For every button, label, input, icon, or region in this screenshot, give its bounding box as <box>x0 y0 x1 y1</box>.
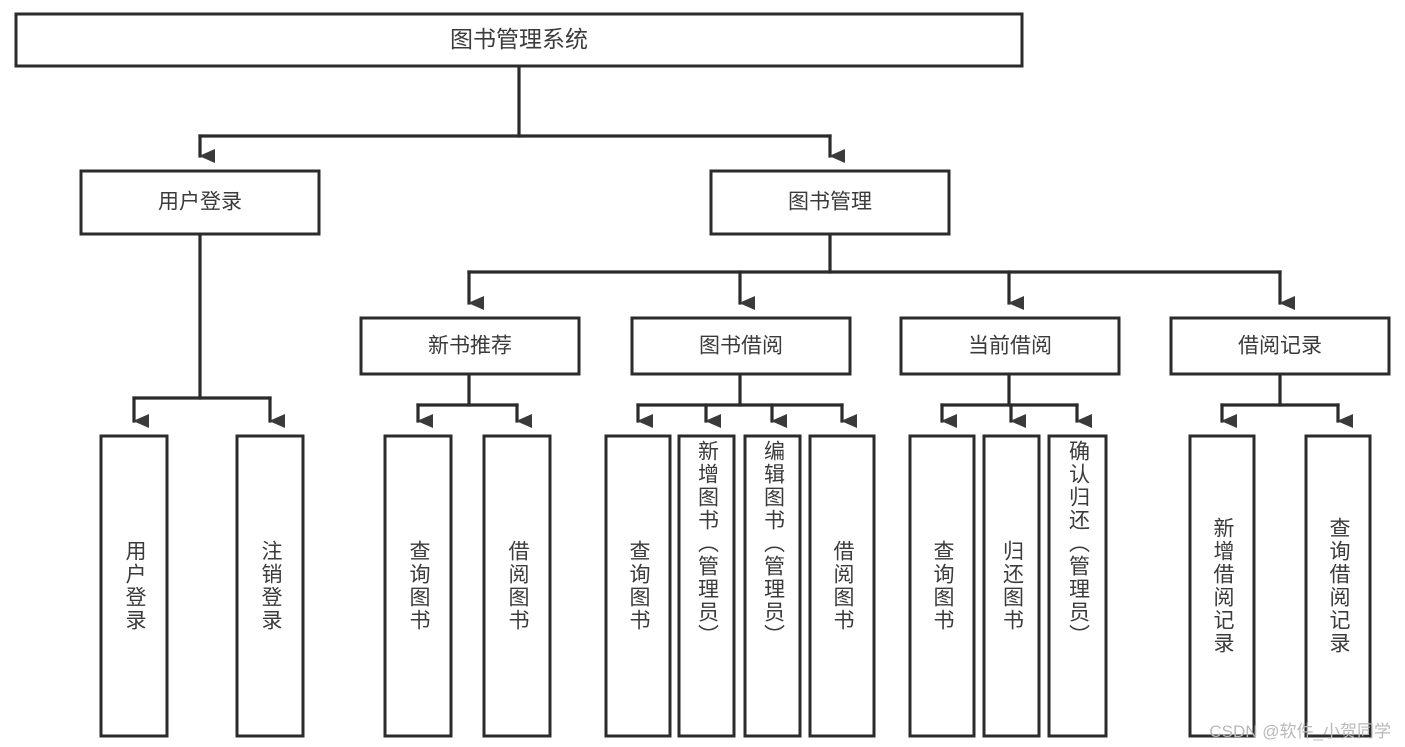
node-new-book-recommend-label: 新书推荐 <box>428 335 512 358</box>
connector-group-user-login <box>132 232 285 428</box>
node-user-login[interactable]: 用户登录 <box>79 169 321 236</box>
leaf-box-add-borrow-record[interactable] <box>1188 434 1256 738</box>
node-new-book-recommend-box[interactable] <box>359 316 581 376</box>
node-user-login-label: 用户登录 <box>158 191 242 214</box>
node-current-borrow[interactable]: 当前借阅 <box>899 316 1121 376</box>
leaf-box-user-login[interactable] <box>99 434 169 738</box>
node-book-management[interactable]: 图书管理 <box>709 169 951 236</box>
node-borrow-records[interactable]: 借阅记录 <box>1169 316 1391 376</box>
connector-group-borrow <box>636 372 857 428</box>
node-book-management-label: 图书管理 <box>788 191 872 214</box>
connector-group-new-book <box>416 372 532 428</box>
node-book-borrow-box[interactable] <box>630 316 852 376</box>
leaf-box-query-book-current[interactable] <box>908 434 976 738</box>
node-current-borrow-label: 当前借阅 <box>968 335 1052 358</box>
node-root[interactable]: 图书管理系统 <box>14 12 1024 68</box>
node-borrow-records-label: 借阅记录 <box>1238 335 1322 358</box>
node-book-borrow[interactable]: 图书借阅 <box>630 316 852 376</box>
leaf-box-borrow-book[interactable] <box>808 434 876 738</box>
node-root-label: 图书管理系统 <box>450 26 588 52</box>
leaf-box-query-borrow-record[interactable] <box>1304 434 1372 738</box>
leaf-node-group <box>99 434 1372 738</box>
leaf-box-query-book-borrow[interactable] <box>604 434 672 738</box>
node-new-book-recommend[interactable]: 新书推荐 <box>359 316 581 376</box>
leaf-box-return-book[interactable] <box>982 434 1041 738</box>
node-user-login-box[interactable] <box>79 169 321 236</box>
node-root-box[interactable] <box>14 12 1024 68</box>
connector-group-book-mgmt <box>467 232 1295 310</box>
connector-group-root <box>198 64 845 163</box>
connector-group-current <box>940 372 1092 428</box>
leaf-box-confirm-return-admin[interactable] <box>1047 434 1108 738</box>
leaf-box-edit-book-admin[interactable] <box>743 434 802 738</box>
node-book-management-box[interactable] <box>709 169 951 236</box>
leaf-box-add-book-admin[interactable] <box>677 434 736 738</box>
node-current-borrow-box[interactable] <box>899 316 1121 376</box>
leaf-box-logout[interactable] <box>235 434 305 738</box>
node-book-borrow-label: 图书借阅 <box>699 335 783 358</box>
leaf-box-query-book-recommend[interactable] <box>383 434 453 738</box>
leaf-box-borrow-book-recommend[interactable] <box>482 434 552 738</box>
connector-group-records <box>1220 372 1353 428</box>
node-borrow-records-box[interactable] <box>1169 316 1391 376</box>
